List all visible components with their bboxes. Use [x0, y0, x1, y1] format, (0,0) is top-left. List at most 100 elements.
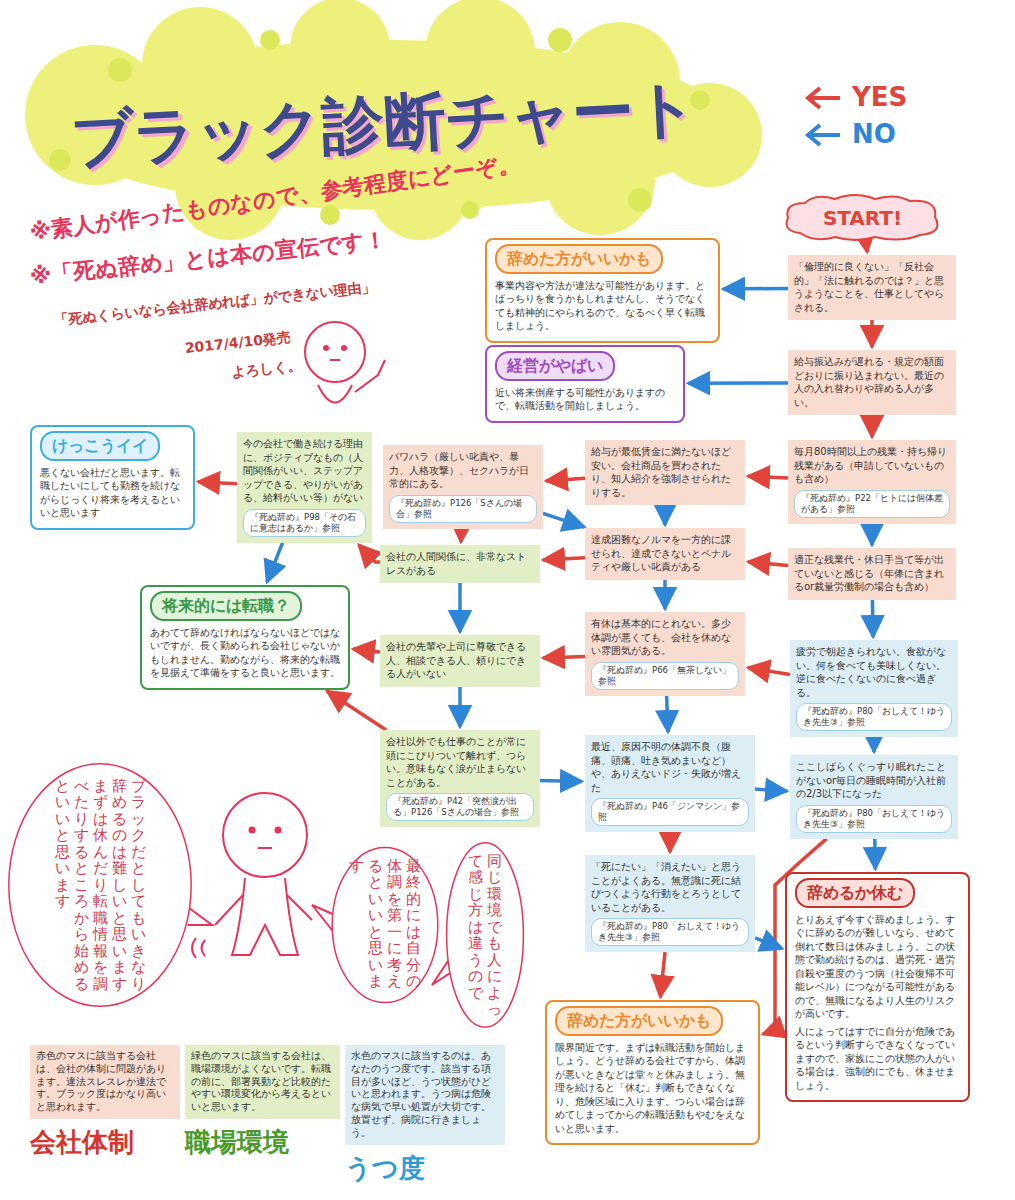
reference-note: 『死ぬ辞め』P22「ヒトには個体差がある」参照	[794, 490, 950, 518]
question-text: ここしばらくぐっすり眠れたことがないor毎日の睡眠時間が入社前の2/3以下になっ…	[796, 760, 952, 801]
question-box: 疲労で朝起きられない。食欲がない。何を食べても美味しくない。逆に食べたくないのに…	[790, 640, 958, 737]
vertical-char: と	[55, 827, 70, 844]
vertical-char: い	[55, 794, 70, 811]
yes-connector	[543, 558, 585, 560]
no-connector	[723, 287, 788, 291]
question-box: 「死にたい」「消えたい」と思うことがよくある。無意識に死に結びつくような行動をと…	[585, 855, 755, 952]
vertical-char: り	[131, 976, 146, 993]
vertical-char: す	[55, 893, 70, 910]
vertical-char: と	[131, 860, 146, 877]
vertical-char: の	[468, 968, 483, 985]
yes-arrow	[808, 88, 840, 108]
vertical-char: か	[74, 910, 89, 927]
vertical-text: 同じ環境でも人によって感じ方は違うので	[460, 853, 510, 1018]
vertical-char: よ	[487, 985, 502, 1002]
question-box: 毎月80時間以上の残業・持ち帰り残業がある（申請していないものも含め） 『死ぬ辞め…	[788, 440, 956, 524]
vertical-char: い	[55, 811, 70, 828]
vertical-char: る	[112, 811, 127, 828]
question-box: 最近、原因不明の体調不良（腹痛、頭痛、吐き気めまいなど）や、ありえないドジ・失敗…	[585, 735, 755, 832]
no-connector	[871, 600, 875, 638]
vertical-char: 情	[93, 926, 108, 943]
legend-text: NO	[852, 119, 896, 149]
vertical-char: 自	[406, 940, 421, 957]
vertical-char: で	[468, 985, 483, 1002]
result-body: 限界間近です。まずは転職活動を開始しましょう。どうせ辞める会社ですから、体調が悪…	[555, 1041, 750, 1136]
yes-connector	[866, 243, 867, 252]
question-box: 給与が最低賃金に満たないほど安い。会社商品を買わされたり、知人紹介を強制させられ…	[585, 440, 745, 505]
vertical-char: 思	[112, 926, 127, 943]
no-connector	[663, 580, 667, 610]
heading-row: 辞めた方がいいかも	[495, 244, 710, 279]
question-text: 「倫理的に良くない」「反社会的」「法に触れるのでは？」と思うようなことを、仕事と…	[794, 260, 950, 314]
vertical-char: の	[112, 827, 127, 844]
yes-connector	[748, 562, 788, 566]
vertical-char: は	[112, 844, 127, 861]
question-text: 毎月80時間以上の残業・持ち帰り残業がある（申請していないものも含め）	[794, 445, 950, 486]
question-box: 適正な残業代・休日手当て等が出ていないと感じる（年俸に含まれるor裁量労働制の場…	[788, 548, 956, 600]
vertical-char: る	[74, 844, 89, 861]
legend-heading: 会社体制	[30, 1125, 134, 1160]
result-heading: 辞めるか休む	[795, 878, 915, 908]
reference-note: 『死ぬ辞め』P80「おしえて！ゆうき先生③」参照	[796, 703, 952, 731]
vertical-char: 思	[368, 940, 383, 957]
vertical-char: い	[112, 893, 127, 910]
result-body: とりあえず今すぐ辞めましょう。すぐに辞めるのが難しいなら、せめて倒れて数日は休み…	[795, 913, 960, 1021]
vertical-char: 調	[387, 874, 402, 891]
no-connector	[458, 583, 462, 632]
legend-body: 赤色のマスに該当する会社は、会社の体制に問題があります。違法スレスレか違法です。…	[36, 1050, 174, 1114]
vertical-char: い	[368, 957, 383, 974]
reference-note: 『死ぬ辞め』P46「ジンマシン」参照	[591, 798, 749, 826]
vertical-char: と	[55, 778, 70, 795]
vertical-char: い	[368, 907, 383, 924]
vertical-char: べ	[74, 778, 89, 795]
vertical-char: ッ	[131, 811, 146, 828]
no-connector	[688, 381, 788, 385]
vertical-char: ラ	[131, 794, 146, 811]
vertical-char: も	[131, 910, 146, 927]
vertical-char: 第	[387, 907, 402, 924]
question-text: 会社の先輩や上司に尊敬できる人、相談できる人、頼りにできる人がいない	[386, 640, 534, 681]
vertical-char: ま	[368, 973, 383, 990]
vertical-char: 終	[406, 874, 421, 891]
vertical-char: 最	[406, 858, 421, 875]
no-connector	[755, 789, 787, 791]
result-box: 将来的には転職？あわてて辞めなければならないほどではないですが、長く勤められる会…	[140, 585, 350, 690]
speech-bubble: 最終的には自分の体調を第一に考えるといいと思います	[330, 845, 440, 1005]
vertical-char: と	[368, 924, 383, 941]
vertical-char: い	[55, 860, 70, 877]
vertical-char: っ	[487, 1001, 502, 1018]
vertical-char: た	[74, 794, 89, 811]
vertical-char: と	[368, 874, 383, 891]
vertical-char: 職	[93, 910, 108, 927]
no-connector	[458, 687, 462, 728]
big-figure	[192, 793, 312, 958]
speech-bubble: 同じ環境でも人によって感じ方は違うので	[445, 840, 525, 1030]
vertical-char: に	[487, 968, 502, 985]
question-text: パワハラ（厳しい叱責や、暴力、人格攻撃）、セクハラが日常的にある。	[389, 450, 537, 491]
vertical-char: 感	[468, 869, 483, 886]
result-body: あわてて辞めなければならないほどではないですが、長く勤められる会社じゃないかもし…	[150, 626, 340, 680]
vertical-char: ん	[93, 844, 108, 861]
vertical-char: で	[487, 919, 502, 936]
vertical-char: は	[406, 924, 421, 941]
heading-row: けっこうイイ	[40, 431, 185, 466]
vertical-char: 思	[55, 844, 70, 861]
question-box: 有休は基本的にとれない。多少体調が悪くても、会社を休めない雰囲気がある。『死ぬ辞…	[585, 612, 745, 696]
yes-connector	[668, 832, 672, 852]
vertical-char: ま	[112, 959, 127, 976]
result-box: 辞めた方がいいかも限界間近です。まずは転職活動を開始しましょう。どうせ辞める会社…	[545, 1000, 760, 1145]
vertical-char: 難	[112, 860, 127, 877]
question-text: 達成困難なノルマを一方的に課せられ、達成できないとペナルティや厳しい叱責がある	[591, 533, 739, 574]
vertical-char: 調	[93, 976, 108, 993]
legend-text: YES	[852, 82, 907, 112]
vertical-char: す	[74, 827, 89, 844]
legend-body: 緑色のマスに該当する会社は、職場環境がよくないです。転職の前に、部署異動など比較…	[191, 1050, 334, 1114]
no-connector	[543, 513, 585, 527]
no-connector	[667, 696, 668, 732]
bubble-outline	[445, 840, 525, 1030]
heading-row: 経営がやばい	[495, 351, 675, 386]
vertical-char: 転	[93, 893, 108, 910]
vertical-char: を	[93, 959, 108, 976]
heading-row: 将来的には転職？	[150, 591, 340, 626]
vertical-char: 始	[74, 943, 89, 960]
